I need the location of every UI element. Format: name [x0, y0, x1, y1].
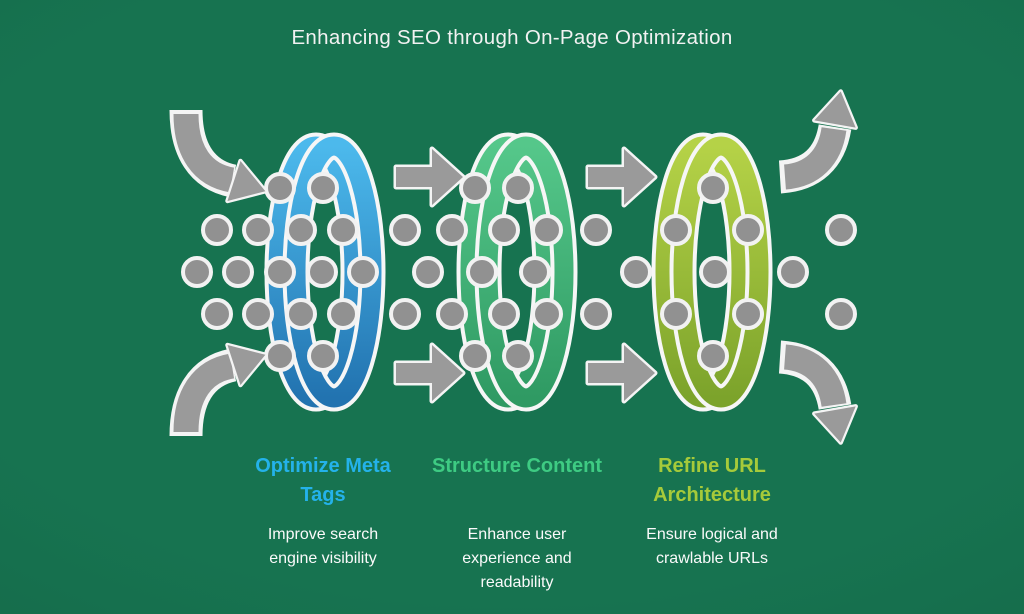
data-dot — [660, 214, 692, 246]
data-dot — [699, 256, 731, 288]
curved-outflow-top-arrow-icon — [778, 89, 858, 194]
data-dot — [285, 214, 317, 246]
data-dot — [306, 256, 338, 288]
data-dot — [389, 298, 421, 330]
stage-description-refine-url-architecture: Ensure logical and crawlable URLs — [646, 526, 778, 567]
data-dot — [285, 298, 317, 330]
right-arrow-icon — [585, 342, 658, 404]
data-dot — [531, 298, 563, 330]
data-dot — [264, 340, 296, 372]
data-dot — [327, 214, 359, 246]
stage-description-structure-content: Enhance user experience and readability — [462, 526, 572, 591]
data-dot — [242, 298, 274, 330]
data-dot — [519, 256, 551, 288]
data-dot — [502, 340, 534, 372]
data-dot — [531, 214, 563, 246]
data-dot — [389, 214, 421, 246]
page-title: Enhancing SEO through On-Page Optimizati… — [291, 26, 733, 49]
data-dot — [436, 298, 468, 330]
data-dot — [488, 298, 520, 330]
data-dot — [412, 256, 444, 288]
stage-heading-structure-content: Structure Content — [432, 455, 602, 477]
data-dot — [502, 172, 534, 204]
data-dot — [459, 172, 491, 204]
data-dot — [825, 298, 857, 330]
data-dot — [697, 340, 729, 372]
stage-heading-refine-url-architecture: Refine URL Architecture — [653, 455, 771, 506]
right-arrow-icon — [393, 146, 466, 208]
curved-inflow-bottom-arrow-icon — [169, 342, 268, 437]
right-arrow-icon — [393, 342, 466, 404]
data-dot — [732, 214, 764, 246]
data-dot — [222, 256, 254, 288]
data-dot — [201, 298, 233, 330]
data-dot — [580, 298, 612, 330]
data-dot — [466, 256, 498, 288]
data-dot — [181, 256, 213, 288]
stage-description-optimize-meta-tags: Improve search engine visibility — [267, 526, 379, 567]
data-dot — [459, 340, 491, 372]
data-dot — [732, 298, 764, 330]
curved-outflow-bottom-arrow-icon — [778, 340, 858, 445]
data-dot — [488, 214, 520, 246]
data-dot — [307, 340, 339, 372]
data-dot — [697, 172, 729, 204]
data-dot — [264, 256, 296, 288]
curved-inflow-top-arrow-icon — [169, 109, 268, 204]
data-dot — [264, 172, 296, 204]
data-dot — [201, 214, 233, 246]
data-dot — [307, 172, 339, 204]
data-dot — [327, 298, 359, 330]
data-dot — [825, 214, 857, 246]
data-dot — [580, 214, 612, 246]
stage-heading-optimize-meta-tags: Optimize Meta Tags — [255, 455, 391, 506]
data-dot — [660, 298, 692, 330]
data-dot — [347, 256, 379, 288]
data-dot — [242, 214, 274, 246]
right-arrow-icon — [585, 146, 658, 208]
data-dot — [620, 256, 652, 288]
data-dot — [436, 214, 468, 246]
url-architecture-loop-icon — [651, 132, 773, 412]
data-dot — [777, 256, 809, 288]
